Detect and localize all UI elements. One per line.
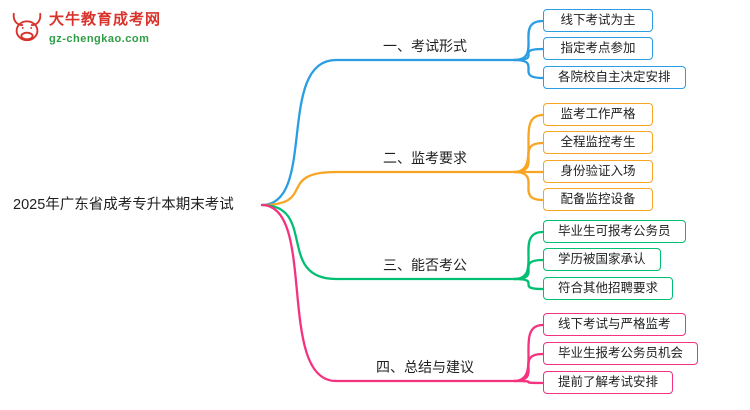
leaf-node-4-2: 毕业生报考公务员机会 — [543, 342, 699, 365]
edge-branch-1-leaf-2 — [512, 47, 545, 62]
edge-branch-3-leaf-3 — [512, 277, 545, 291]
edge-branch-4-leaf-1 — [512, 323, 545, 383]
logo-domain: gz-chengkao.com — [49, 33, 150, 45]
logo-title: 大牛教育成考网 — [49, 11, 162, 28]
leaf-node-2-4: 配备监控设备 — [543, 188, 653, 211]
leaf-node-1-3: 各院校自主决定安排 — [543, 66, 686, 89]
leaf-node-3-1: 毕业生可报考公务员 — [543, 220, 686, 243]
leaf-node-3-3: 符合其他招聘要求 — [543, 277, 674, 300]
leaf-node-2-2: 全程监控考生 — [543, 131, 653, 154]
edge-root-branch-1 — [260, 58, 338, 207]
branch-label-1: 一、考试形式 — [383, 38, 467, 54]
leaf-node-3-2: 学历被国家承认 — [543, 248, 661, 271]
leaf-node-2-1: 监考工作严格 — [543, 103, 653, 126]
branch-label-3: 三、能否考公 — [383, 257, 467, 273]
edge-root-branch-4 — [260, 203, 338, 383]
leaf-node-4-3: 提前了解考试安排 — [543, 371, 674, 394]
leaf-node-2-3: 身份验证入场 — [543, 160, 653, 183]
leaf-node-1-2: 指定考点参加 — [543, 37, 653, 60]
leaf-node-1-1: 线下考试为主 — [543, 9, 653, 32]
edge-branch-4-leaf-3 — [512, 379, 545, 385]
site-logo: 大牛教育成考网 gz-chengkao.com — [10, 10, 161, 45]
leaf-node-4-1: 线下考试与严格监考 — [543, 313, 686, 336]
edge-root-branch-2 — [260, 170, 338, 207]
edge-branch-1-leaf-3 — [512, 58, 545, 80]
bull-logo-icon — [12, 12, 42, 42]
branch-label-2: 二、监考要求 — [383, 150, 467, 166]
edge-root-branch-3 — [260, 203, 338, 281]
branch-label-4: 四、总结与建议 — [376, 359, 474, 375]
edge-branch-2-leaf-1 — [512, 113, 545, 174]
root-node: 2025年广东省成考专升本期末考试 — [13, 197, 234, 213]
edge-branch-2-leaf-4 — [512, 170, 545, 202]
